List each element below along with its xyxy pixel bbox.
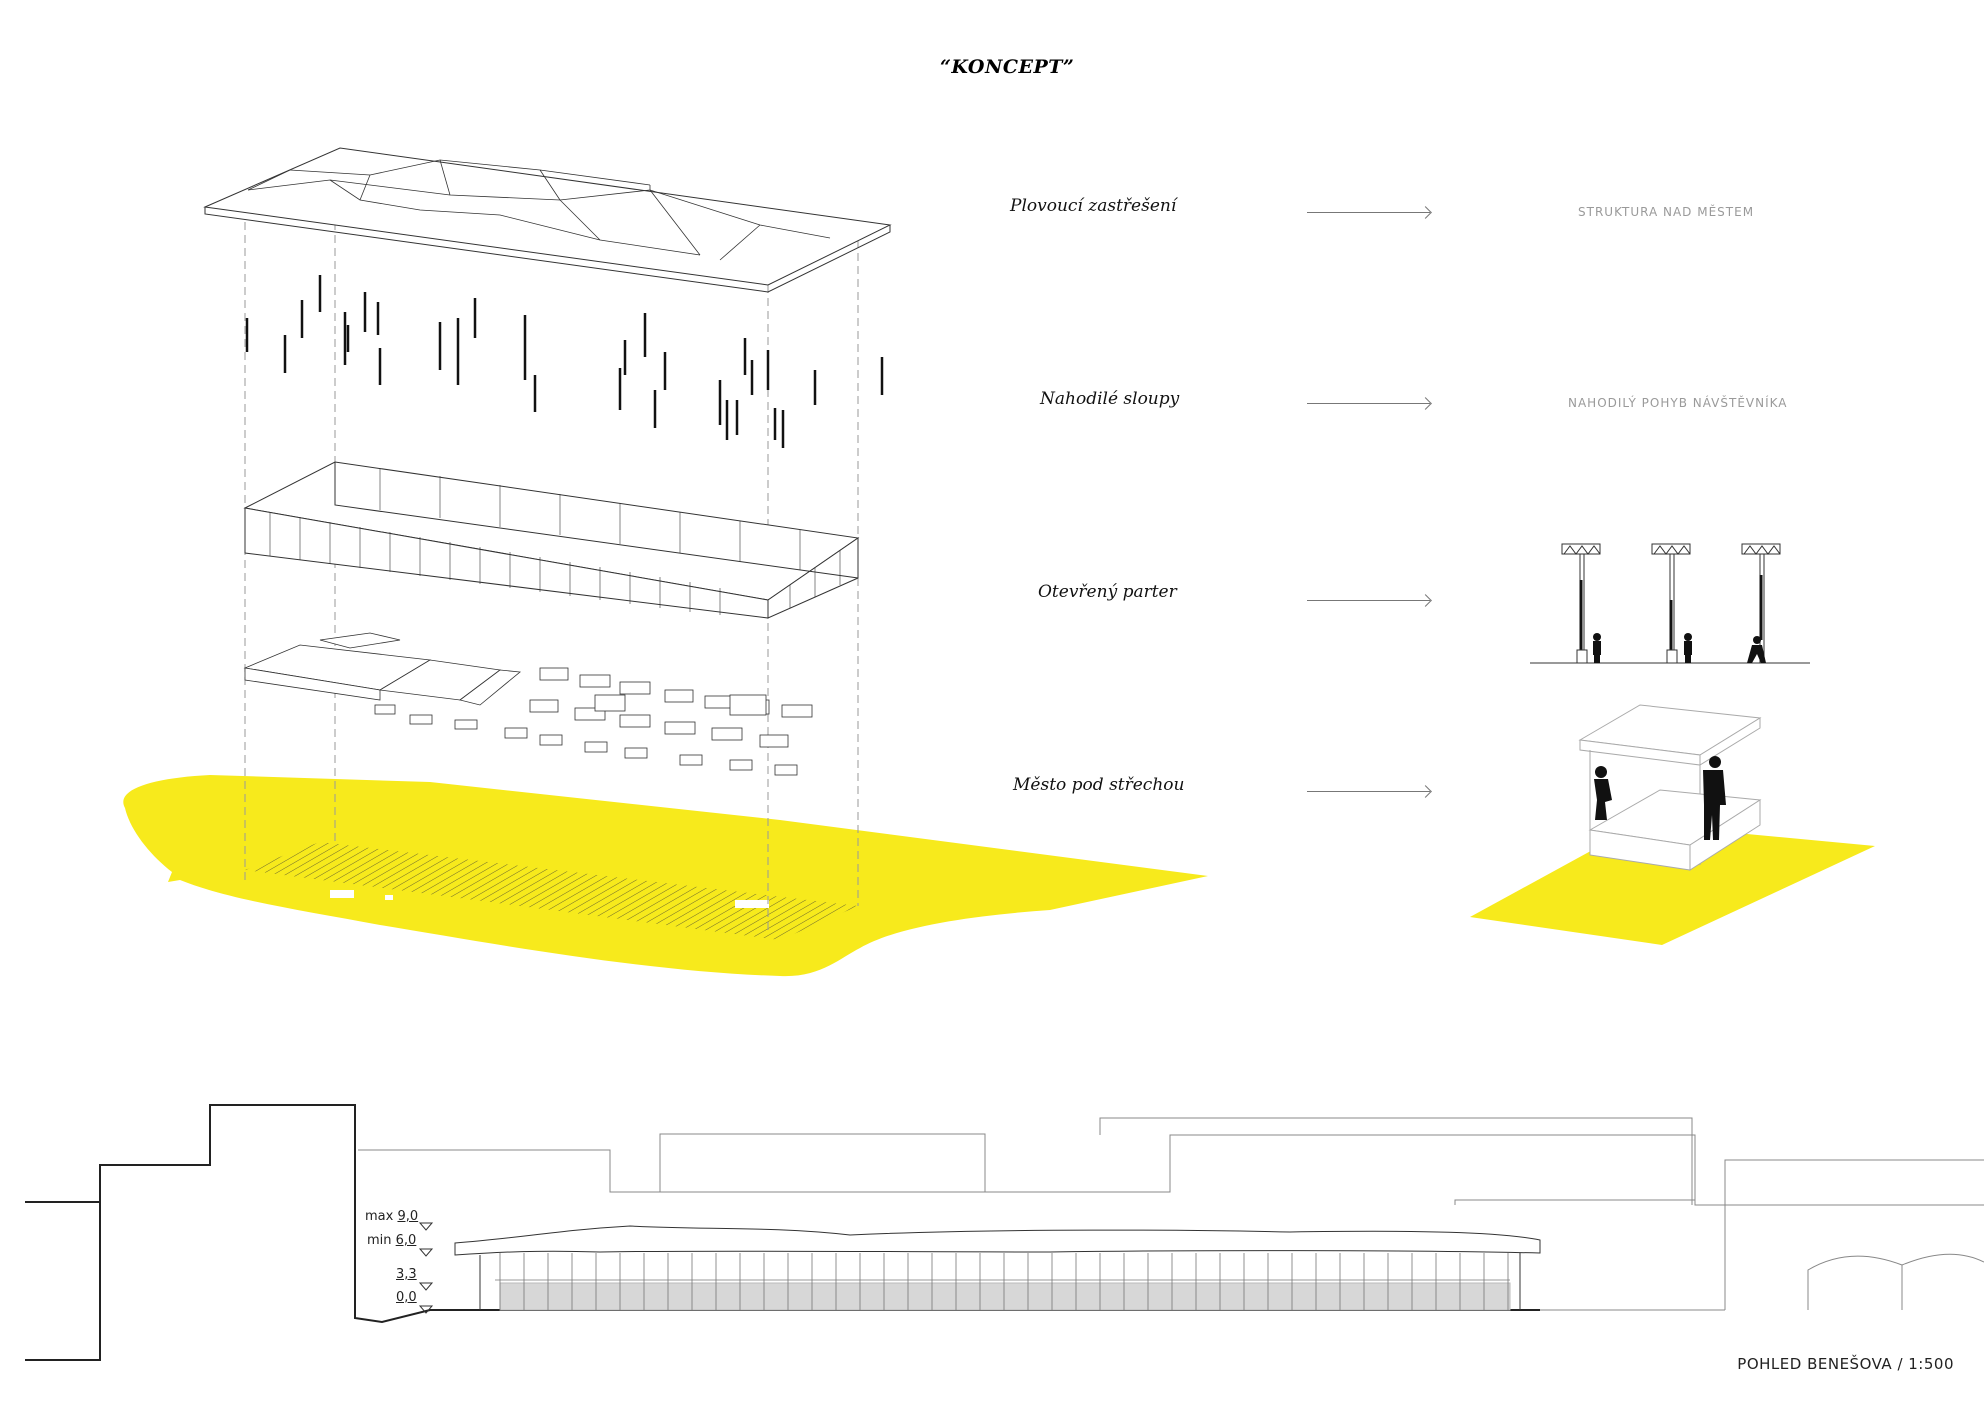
page-title: “KONCEPT” bbox=[940, 56, 1075, 78]
city-vignette-plane bbox=[1470, 824, 1875, 945]
city-ground-plane bbox=[123, 775, 1209, 977]
footprint-hatch bbox=[245, 842, 858, 940]
arrow-right-icon bbox=[1307, 212, 1430, 213]
arrow-right-icon bbox=[1307, 600, 1430, 601]
city-vignette-people bbox=[1594, 756, 1726, 840]
level-label-0-0: 0,0 bbox=[396, 1290, 417, 1305]
layer-label-city: Město pod střechou bbox=[1013, 775, 1185, 795]
level-label-min: min 6,0 bbox=[367, 1233, 417, 1248]
person-icons bbox=[1593, 633, 1766, 663]
column-people-icons bbox=[1530, 543, 1810, 664]
elevation-pavilion bbox=[454, 1225, 1541, 1311]
layer-label-roof: Plovoucí zastřešení bbox=[1010, 196, 1177, 216]
layer-label-columns: Nahodilé sloupy bbox=[1040, 389, 1180, 409]
layer-label-ground-floor: Otevřený parter bbox=[1038, 582, 1177, 602]
level-label-3-3: 3,3 bbox=[396, 1267, 417, 1282]
interior-blocks bbox=[243, 632, 813, 776]
elevation-mullions bbox=[499, 1253, 1509, 1310]
elevation-context bbox=[25, 1104, 1984, 1361]
arrow-right-icon bbox=[1307, 403, 1430, 404]
drawing-caption: POHLED BENEŠOVA / 1:500 bbox=[1737, 1355, 1954, 1373]
random-columns bbox=[245, 275, 884, 448]
open-ground-floor bbox=[243, 461, 860, 619]
floating-roof bbox=[203, 147, 892, 293]
level-label-max: max 9,0 bbox=[365, 1209, 419, 1224]
level-markers bbox=[418, 1222, 434, 1314]
layer-desc-columns: NAHODILÝ POHYB NÁVŠTĚVNÍKA bbox=[1568, 396, 1788, 410]
layer-desc-roof: STRUKTURA NAD MĚSTEM bbox=[1578, 205, 1755, 219]
arrow-right-icon bbox=[1307, 791, 1430, 792]
